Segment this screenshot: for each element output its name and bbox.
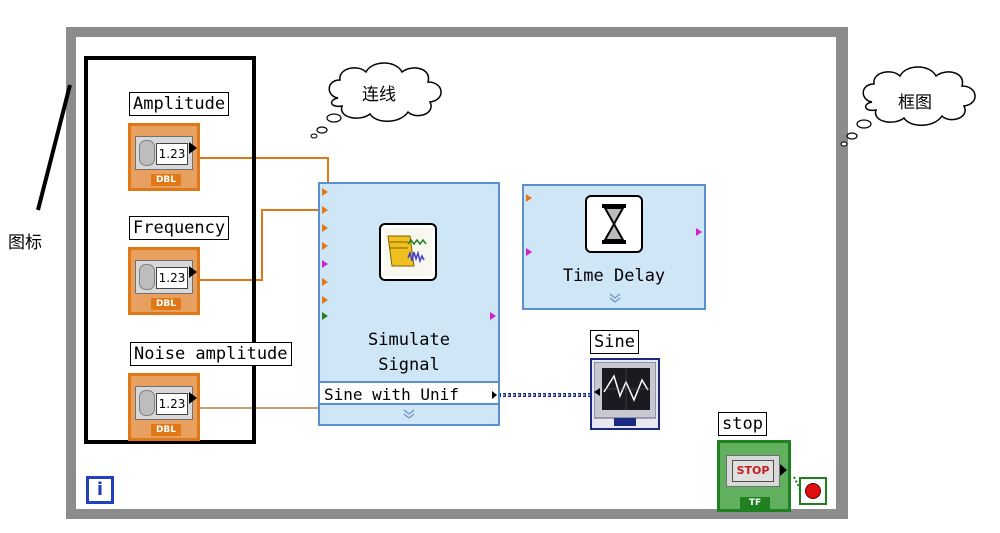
output-arrow-icon bbox=[189, 266, 197, 278]
time-delay-vi[interactable]: Time Delay bbox=[522, 184, 706, 310]
sine-graph-label[interactable]: Sine bbox=[590, 330, 639, 354]
stop-button-face: STOP bbox=[732, 460, 774, 482]
frequency-label[interactable]: Frequency bbox=[129, 216, 230, 240]
frequency-control[interactable]: 1.23 DBL bbox=[128, 247, 200, 315]
wire-frequency bbox=[200, 209, 322, 281]
expand-chevron-icon[interactable] bbox=[402, 408, 416, 420]
numeric-knob-icon bbox=[139, 264, 155, 290]
simulate-signal-vi[interactable]: Simulate Signal Sine with Unif bbox=[318, 182, 500, 426]
waveform-graph-icon bbox=[594, 362, 656, 426]
stop-if-true-icon bbox=[805, 483, 821, 499]
numeric-knob-icon bbox=[139, 140, 155, 166]
output-arrow-icon bbox=[189, 392, 197, 404]
sine-graph-indicator[interactable] bbox=[590, 358, 660, 430]
amplitude-control[interactable]: 1.23 DBL bbox=[128, 123, 200, 191]
loop-condition-terminal[interactable] bbox=[799, 477, 827, 505]
wire-annotation: 连线 bbox=[362, 85, 396, 105]
time-delay-title: Time Delay bbox=[562, 266, 666, 286]
output-arrow-icon bbox=[189, 142, 197, 154]
expand-chevron-icon[interactable] bbox=[608, 292, 622, 304]
frame-cloud-icon bbox=[840, 66, 976, 147]
noise-amplitude-label[interactable]: Noise amplitude bbox=[130, 342, 292, 366]
wire-cloud-icon bbox=[310, 62, 442, 139]
simulate-signal-title-1: Simulate bbox=[368, 330, 450, 350]
noise-amplitude-control[interactable]: 1.23 DBL bbox=[128, 373, 200, 441]
output-arrow-icon bbox=[492, 391, 497, 399]
amplitude-label[interactable]: Amplitude bbox=[129, 92, 230, 116]
wire-amplitude bbox=[200, 157, 329, 192]
simulate-signal-icon bbox=[379, 223, 437, 281]
hourglass-icon bbox=[585, 195, 643, 253]
icon-annotation: 图标 bbox=[8, 233, 42, 253]
icon-highlight-box bbox=[84, 56, 256, 444]
output-arrow-icon bbox=[780, 464, 787, 476]
simulate-signal-title-2: Signal bbox=[378, 355, 440, 375]
iteration-terminal[interactable]: i bbox=[86, 476, 114, 504]
stop-button-control[interactable]: STOP TF bbox=[717, 440, 791, 512]
numeric-knob-icon bbox=[139, 390, 155, 416]
simulate-signal-output-terminal[interactable]: Sine with Unif bbox=[320, 381, 498, 405]
stop-label[interactable]: stop bbox=[718, 412, 767, 436]
frame-annotation: 框图 bbox=[898, 93, 932, 113]
icon-pointer-line bbox=[36, 84, 72, 211]
